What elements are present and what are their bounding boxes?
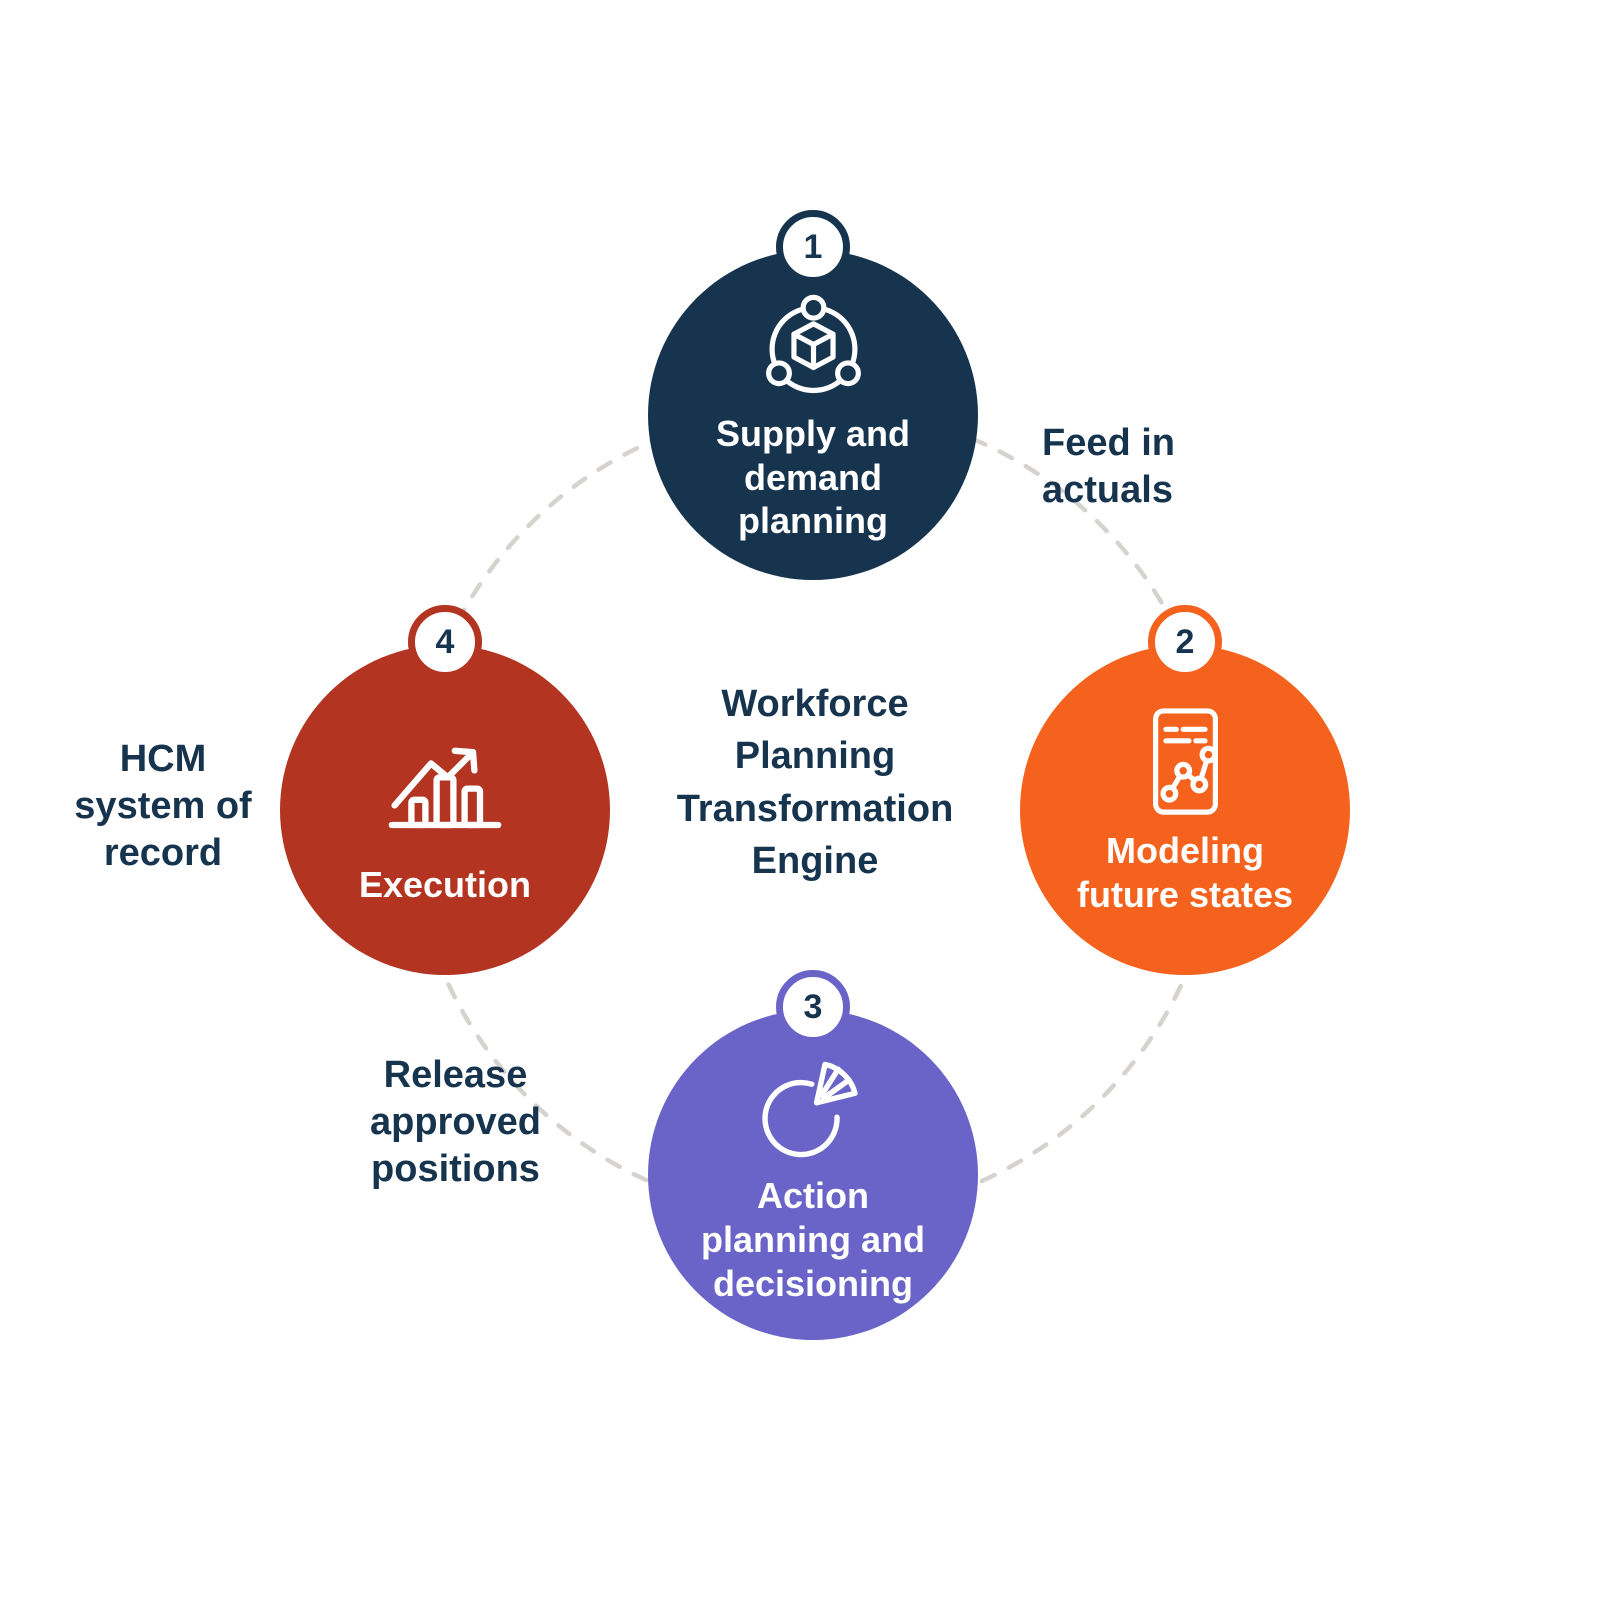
step-label: Execution (358, 864, 532, 906)
step-number: 3 (803, 987, 823, 1026)
step-label: Action planning and decisioning (701, 1175, 925, 1304)
cube-network-icon (756, 287, 871, 402)
step-label: Modeling future states (1076, 829, 1294, 915)
step-number: 2 (1175, 622, 1195, 661)
step-number-badge: 3 (776, 970, 850, 1044)
step-node-action-planning-decisioning: 3 Action planning and decisioning (648, 970, 978, 1340)
report-chart-icon (1128, 704, 1243, 819)
bar-chart-arrow-icon (375, 713, 515, 853)
diagram-title: Workforce Planning Transformation Engine (676, 683, 954, 883)
annotation-feed-in-actuals: Feed in actuals (1042, 422, 1176, 512)
step-label: Supply and demand planning (715, 412, 910, 542)
annotation-release-approved-positions: Release approved positions (369, 1054, 542, 1191)
annotation-hcm-system-of-record: HCM system of record (74, 738, 252, 875)
step-number: 4 (435, 622, 455, 661)
step-number-badge: 2 (1148, 605, 1222, 679)
step-node-modeling-future-states: 2 Modeling future states (1020, 605, 1350, 975)
step-number-badge: 4 (408, 605, 482, 679)
step-node-supply-demand-planning: 1 Supply and demand planning (648, 210, 978, 580)
step-number: 1 (803, 227, 823, 266)
pie-chart-icon (753, 1044, 873, 1164)
step-node-execution: 4 Execution (280, 605, 610, 975)
step-number-badge: 1 (776, 210, 850, 284)
